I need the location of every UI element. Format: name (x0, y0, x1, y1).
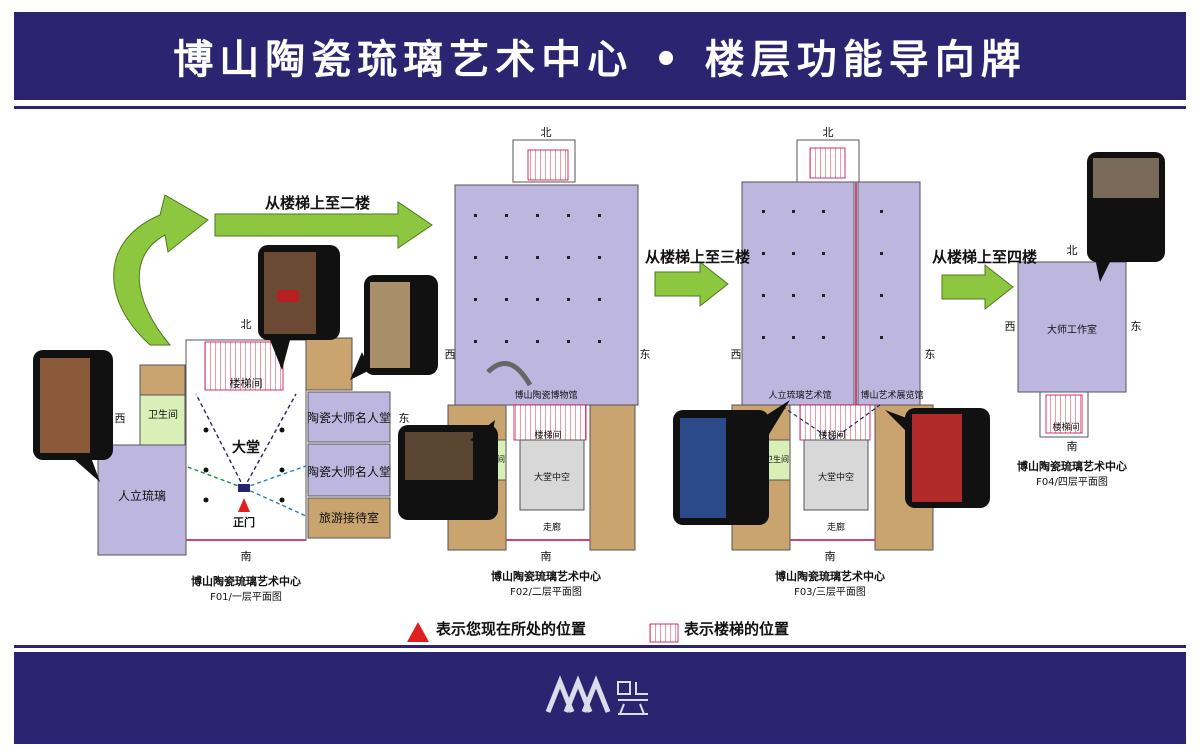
f3-glass-museum[interactable] (741, 181, 855, 406)
up-arrow-curved (113, 194, 209, 346)
f1-master1-label: 陶瓷大师名人堂 (307, 410, 391, 425)
f4-south: 南 (1067, 440, 1078, 453)
arrow-to-third-label: 从楼梯上至三楼 (645, 248, 750, 266)
legend-triangle-icon (407, 622, 429, 642)
floor4-plan (1017, 261, 1127, 438)
f1-south: 南 (241, 550, 252, 563)
f2-atrium-label: 大堂中空 (534, 471, 570, 483)
f2-corridor-label: 走廊 (543, 521, 561, 533)
f3-toilet-label: 卫生间 (765, 454, 789, 464)
header-band (14, 12, 1186, 100)
f1-master-hall-1[interactable] (307, 391, 391, 443)
f2-toilet-label: 卫生间 (481, 454, 505, 464)
arrow-to-fourth-label: 从楼梯上至四楼 (932, 248, 1037, 266)
f4-north: 北 (1067, 244, 1078, 257)
f1-stairs[interactable] (204, 341, 284, 391)
f3-artgallery-label: 博山艺术展览馆 (860, 389, 923, 401)
f4-studio-label: 大师工作室 (1047, 323, 1097, 336)
f3-glassmuseum-label: 人立琉璃艺术馆 (768, 389, 831, 401)
f1-sub: F01/一层平面图 (210, 591, 282, 603)
f1-north: 北 (241, 318, 252, 331)
f4-name: 博山陶瓷琉璃艺术中心 (1017, 459, 1127, 473)
f1-stairs-label: 楼梯间 (230, 376, 263, 390)
legend-here-text: 表示您现在所处的位置 (436, 620, 587, 638)
photo-callout-f3-left (673, 400, 790, 525)
f3-north: 北 (823, 126, 834, 139)
f1-master-hall-2[interactable] (307, 443, 391, 497)
f2-north: 北 (541, 126, 552, 139)
arrow-to-second (214, 201, 433, 249)
f4-west: 西 (1005, 320, 1016, 333)
photo-callout-f2 (398, 420, 498, 520)
f4-east: 东 (1131, 320, 1142, 333)
f1-hall-label: 大堂 (232, 439, 260, 456)
f2-stairs-label: 楼梯间 (534, 429, 561, 441)
f3-corridor-label: 走廊 (827, 521, 845, 533)
arrow-to-fourth (941, 263, 1014, 311)
page-title: 博山陶瓷琉璃艺术中心 • 楼层功能导向牌 (173, 37, 1027, 83)
legend-stairs-icon (649, 623, 679, 643)
f3-atrium-label: 大堂中空 (818, 471, 854, 483)
f1-gate-label: 正门 (233, 515, 255, 529)
header-rule (14, 106, 1186, 109)
photo-callout-f1-right (350, 275, 438, 380)
f3-stairs-label: 楼梯间 (818, 429, 845, 441)
arrow-to-third (654, 260, 729, 308)
f2-sub: F02/二层平面图 (510, 586, 582, 598)
f2-name: 博山陶瓷琉璃艺术中心 (491, 569, 601, 583)
f1-east: 东 (399, 412, 410, 425)
arrow-to-second-label: 从楼梯上至二楼 (265, 194, 370, 212)
f1-reception[interactable] (307, 497, 391, 539)
f4-sub: F04/四层平面图 (1036, 476, 1108, 488)
f1-toilet[interactable] (139, 394, 186, 446)
f3-name: 博山陶瓷琉璃艺术中心 (775, 569, 885, 583)
footer-rule (14, 645, 1186, 648)
legend-stairs-text: 表示楼梯的位置 (684, 620, 790, 638)
f2-museum-label: 博山陶瓷博物馆 (514, 389, 577, 401)
photo-callout-f1-left (33, 350, 113, 482)
f3-east: 东 (925, 348, 936, 361)
photo-callout-f1-top (258, 245, 340, 370)
f2-atrium[interactable] (519, 439, 585, 511)
you-are-here-marker (238, 498, 250, 512)
f2-museum[interactable] (454, 184, 639, 406)
f1-west: 西 (115, 412, 126, 425)
brand-logo (545, 675, 648, 715)
f1-glass-label: 人立琉璃 (118, 488, 166, 503)
f2-south: 南 (541, 550, 552, 563)
f1-reception-label: 旅游接待室 (319, 510, 379, 525)
photo-callout-f4 (1087, 152, 1165, 282)
f4-stairs-label: 楼梯间 (1052, 421, 1079, 433)
f3-sub: F03/三层平面图 (794, 586, 866, 598)
f1-toilet-label: 卫生间 (148, 408, 178, 421)
f4-studio[interactable] (1017, 261, 1127, 393)
f1-master2-label: 陶瓷大师名人堂 (307, 464, 391, 479)
f2-west: 西 (445, 348, 456, 361)
f3-south: 南 (825, 550, 836, 563)
floor1-plan (97, 337, 391, 556)
f3-art-gallery[interactable] (857, 181, 921, 406)
f2-east: 东 (640, 348, 651, 361)
f3-west: 西 (731, 348, 742, 361)
photo-callout-f3-right (885, 408, 990, 508)
f1-name: 博山陶瓷琉璃艺术中心 (191, 574, 301, 588)
